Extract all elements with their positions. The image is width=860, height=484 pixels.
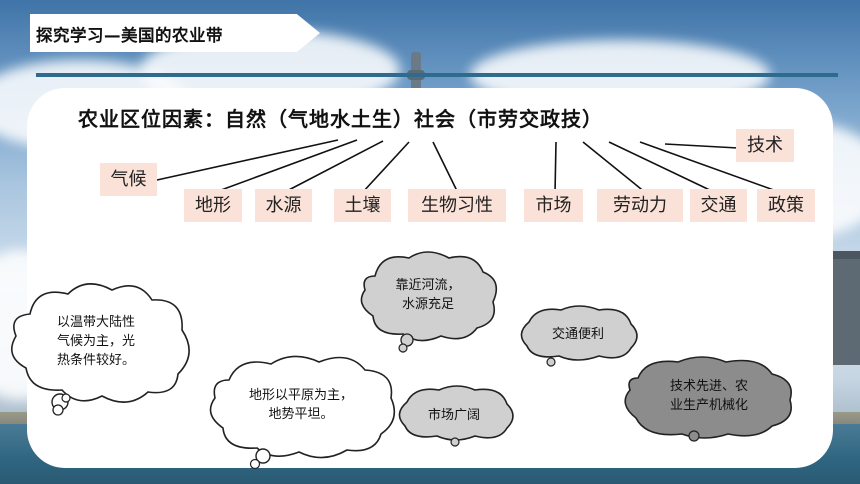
bubble-climate: 以温带大陆性 气候为主，光 热条件较好。 <box>2 278 190 418</box>
bubble-water: 靠近河流， 水源充足 <box>357 250 499 354</box>
building-silhouette <box>826 251 860 365</box>
bubble-transport: 交通便利 <box>515 305 641 367</box>
title-divider <box>36 73 838 77</box>
factor-soil: 土壤 <box>334 189 391 222</box>
factor-terrain: 地形 <box>184 189 242 222</box>
bubble-technology-text: 技术先进、农 业生产机械化 <box>669 379 748 413</box>
factor-biology: 生物习性 <box>408 189 506 222</box>
factor-policy: 政策 <box>757 189 815 222</box>
slide-title: 探究学习—美国的农业带 <box>36 26 223 45</box>
bubble-terrain-text: 地形以平原为主， 地势平坦。 <box>248 388 353 422</box>
factor-technology: 技术 <box>736 129 794 162</box>
factor-water: 水源 <box>255 189 312 222</box>
factor-climate: 气候 <box>100 163 157 196</box>
bubble-terrain: 地形以平原为主， 地势平坦。 <box>203 352 399 470</box>
factor-market: 市场 <box>524 189 583 222</box>
bubble-water-text: 靠近河流， 水源充足 <box>395 278 461 312</box>
bubble-technology: 技术先进、农 业生产机械化 <box>620 356 798 444</box>
bubble-market-text: 市场广阔 <box>427 407 480 423</box>
bubble-market: 市场广阔 <box>393 384 515 447</box>
factor-labor: 劳动力 <box>597 189 683 222</box>
title-banner <box>30 14 320 52</box>
bubble-transport-text: 交通便利 <box>551 326 604 342</box>
factors-heading: 农业区位因素：自然（气地水土生）社会（市劳交政技） <box>78 107 603 131</box>
factor-transport: 交通 <box>690 189 747 222</box>
bubble-climate-text: 以温带大陆性 气候为主，光 热条件较好。 <box>56 314 135 368</box>
